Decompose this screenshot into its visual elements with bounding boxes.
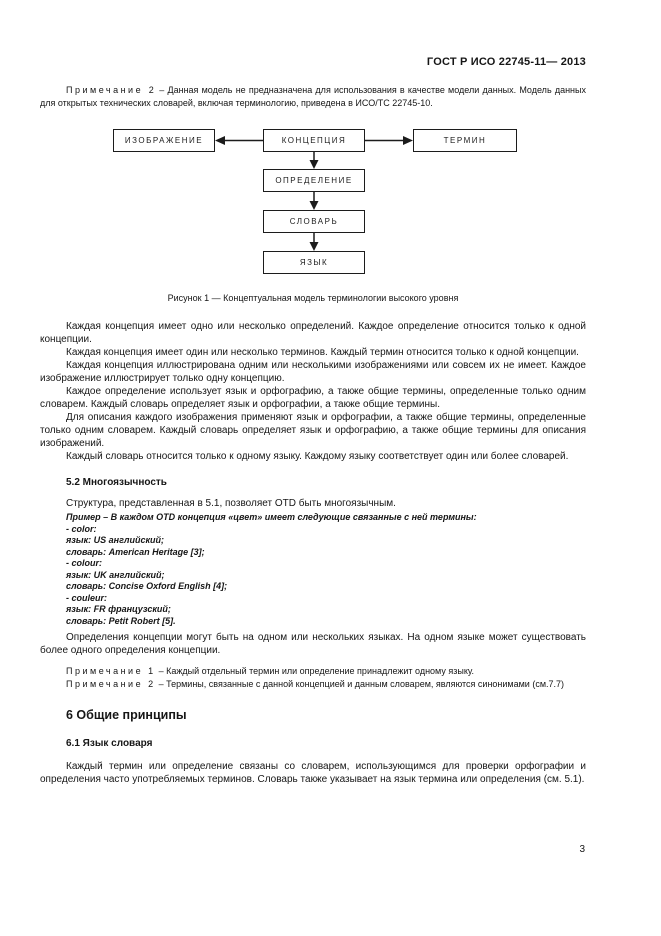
section-6-1-heading: 6.1 Язык словаря — [66, 738, 153, 749]
notes-block: Примечание 1– Каждый отдельный термин ил… — [40, 665, 586, 691]
note-1: Примечание 1– Каждый отдельный термин ил… — [40, 665, 586, 678]
page-number: 3 — [579, 844, 585, 855]
closing-paragraph: Определения концепции могут быть на одно… — [40, 632, 586, 656]
figure-caption: Рисунок 1 — Концептуальная модель термин… — [167, 293, 459, 303]
note-text: – Каждый отдельный термин или определени… — [158, 666, 474, 676]
section-6-1-paragraph: Каждый термин или определение связаны со… — [40, 761, 586, 785]
intro-paragraph: Структура, представленная в 5.1, позволя… — [66, 498, 396, 509]
example-line: словарь: Concise Oxford English [4]; — [66, 581, 228, 591]
section-6-heading: 6 Общие принципы — [66, 708, 187, 722]
figure-1-diagram: ИЗОБРАЖЕНИЕ КОНЦЕПЦИЯ ТЕРМИН ОПРЕДЕЛЕНИЕ… — [40, 126, 586, 274]
note-label: Примечание 2 — [66, 85, 157, 95]
example-line: язык: UK английский; — [66, 569, 165, 580]
diagram-box-language: ЯЗЫК — [263, 251, 365, 274]
diagram-box-dictionary: СЛОВАРЬ — [263, 210, 365, 233]
note-2: Примечание 2– Термины, связанные с данно… — [40, 678, 586, 691]
section-5-2-heading: 5.2 Многоязычность — [66, 477, 167, 488]
example-line: язык: US английский; — [66, 535, 165, 545]
example-line: словарь: American Heritage [3]; — [66, 546, 205, 557]
paragraph: Каждая концепция имеет одно или нескольк… — [40, 321, 586, 345]
example-line: язык: FR французский; — [66, 604, 171, 614]
paragraph: Каждый словарь относится только к одному… — [66, 451, 569, 462]
diagram-box-image: ИЗОБРАЖЕНИЕ — [113, 129, 215, 152]
example-line: словарь: Petit Robert [5]. — [66, 615, 176, 626]
paragraph: Каждое определение использует язык и орф… — [40, 386, 586, 410]
example-block: Пример – В каждом OTD концепция «цвет» и… — [40, 512, 586, 627]
note-label: Примечание 2 — [66, 679, 156, 689]
top-note: Примечание 2– Данная модель не предназна… — [40, 84, 586, 110]
document-header: ГОСТ Р ИСО 22745-11— 2013 — [426, 56, 586, 68]
note-text: – Термины, связанные с данной концепцией… — [158, 679, 565, 689]
note-text: – Данная модель не предназначена для исп… — [40, 85, 586, 108]
example-line: - colour: — [66, 558, 102, 568]
paragraph: Каждая концепция иллюстрирована одним ил… — [40, 360, 586, 384]
note-label: Примечание 1 — [66, 666, 156, 676]
diagram-box-term: ТЕРМИН — [413, 129, 517, 152]
paragraph: Для описания каждого изображения применя… — [40, 412, 586, 449]
diagram-arrows — [215, 136, 413, 251]
section-5-1-body: Каждая концепция имеет одно или нескольк… — [40, 320, 586, 463]
example-line: - color: — [66, 523, 97, 534]
paragraph: Каждая концепция имеет один или нескольк… — [66, 347, 579, 358]
example-intro: Пример – В каждом OTD концепция «цвет» и… — [66, 512, 477, 522]
diagram-box-concept: КОНЦЕПЦИЯ — [263, 129, 365, 152]
diagram-box-definition: ОПРЕДЕЛЕНИЕ — [263, 169, 365, 192]
example-line: - couleur: — [66, 592, 108, 603]
